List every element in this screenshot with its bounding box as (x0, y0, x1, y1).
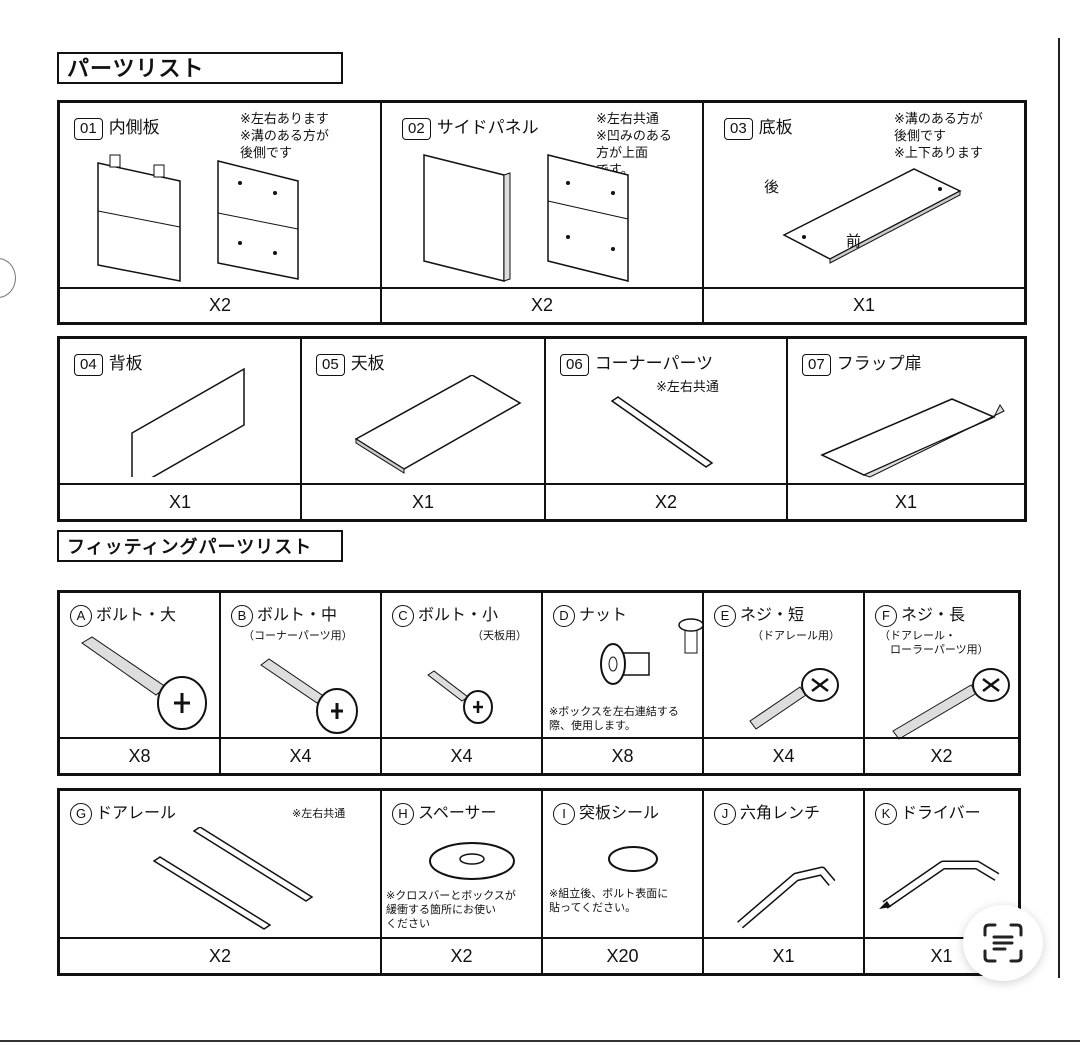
part-qty: X1 (60, 483, 300, 519)
bottom-divider (0, 1040, 1080, 1042)
back-board-illustration (131, 367, 245, 477)
fitting-qty: X1 (865, 937, 1018, 973)
fitting-sub: （ドアレール用） (752, 629, 840, 642)
bottom-board-illustration (782, 168, 962, 264)
hex-wrench-illustration (737, 866, 836, 929)
spacer-illustration (429, 842, 515, 880)
bolt-medium-illustration (260, 658, 358, 734)
back-label: 後 (764, 178, 780, 196)
text-scan-icon (983, 923, 1023, 963)
part-note: ※溝のある方が 後側です ※上下あります (894, 112, 983, 161)
fitting-qty: X2 (865, 737, 1018, 773)
door-rail-illustration (152, 827, 314, 930)
fitting-sub: （コーナーパーツ用） (243, 629, 353, 642)
part-qty: X2 (546, 483, 786, 519)
nut-illustration (600, 618, 704, 685)
flap-door-illustration (820, 398, 1005, 478)
fitting-qty: X4 (704, 737, 863, 773)
fitting-qty: X2 (382, 937, 541, 973)
part-note: ※左右あります ※溝のある方が 後側です (240, 112, 329, 161)
fitting-note: ※ボックスを左右連結する 際、使用します。 (549, 705, 679, 732)
fitting-qty: X8 (60, 737, 219, 773)
part-qty: X2 (382, 287, 702, 322)
bolt-small-illustration (427, 670, 493, 724)
text-scan-button[interactable] (963, 905, 1043, 981)
fitting-note: ※クロスバーとボックスが 緩衝する箇所にお使い ください (386, 889, 516, 930)
fitting-note: ※左右共通 (292, 807, 346, 820)
part-note: ※左右共通 (656, 380, 719, 395)
fitting-sub: （天板用） (472, 629, 527, 642)
screw-short-illustration (749, 668, 839, 730)
fitting-note: ※組立後、ボルト表面に 貼ってください。 (549, 887, 669, 914)
parts-list-title: パーツリスト (57, 52, 343, 84)
part-qty: X1 (704, 287, 1024, 322)
veneer-sticker-illustration (608, 846, 658, 872)
page-edge-line (1058, 38, 1060, 978)
fitting-qty: X1 (704, 937, 863, 973)
front-label: 前 (846, 232, 862, 250)
previous-page-handle[interactable] (0, 258, 16, 298)
top-board-illustration (354, 375, 522, 474)
fitting-qty: X8 (543, 737, 702, 773)
screwdriver-illustration (879, 860, 1000, 909)
corner-part-illustration (610, 396, 714, 468)
bolt-large-illustration (81, 636, 207, 730)
side-panel-illustration (423, 154, 629, 282)
inner-panel-illustration (97, 154, 299, 282)
fitting-qty: X4 (382, 737, 541, 773)
fitting-qty: X20 (543, 937, 702, 973)
fitting-qty: X2 (60, 937, 380, 973)
fitting-qty: X4 (221, 737, 380, 773)
part-qty: X1 (788, 483, 1024, 519)
part-qty: X2 (60, 287, 380, 322)
screw-long-illustration (892, 668, 1010, 740)
part-qty: X1 (302, 483, 544, 519)
fitting-list-title: フィッティングパーツリスト (57, 530, 343, 562)
fitting-sub: （ドアレール・ ローラーパーツ用） (879, 629, 989, 656)
